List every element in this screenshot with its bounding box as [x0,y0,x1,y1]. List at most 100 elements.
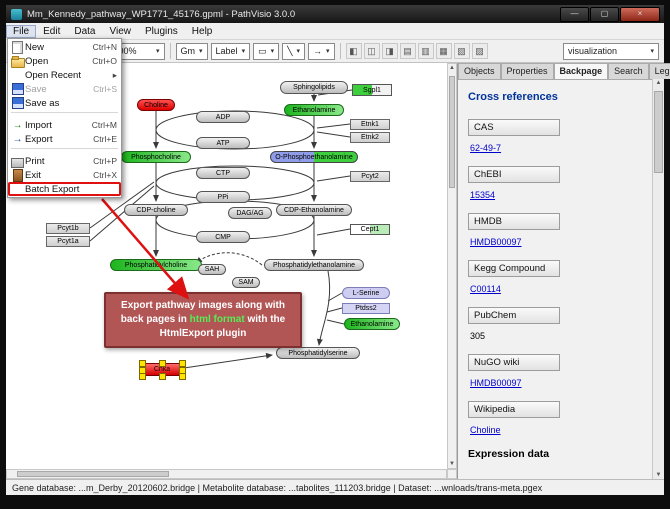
align-center-button[interactable]: ◫ [363,43,380,59]
tab-backpage[interactable]: Backpage [553,63,609,79]
file-menu-item-batch-export[interactable]: Batch Export [8,182,121,196]
common-width-icon: ▧ [457,45,466,56]
connector-dropdown[interactable]: →▾ [308,42,335,60]
pathway-node-adp[interactable]: ADP [196,111,250,123]
scroll-up-icon[interactable]: ▲ [449,65,455,71]
tab-legend[interactable]: Legend [648,63,670,79]
align-right-button[interactable]: ◨ [381,43,398,59]
minimize-button[interactable]: — [560,6,589,22]
pathway-node-sah[interactable]: SAH [198,264,226,275]
align-bottom-button[interactable]: ▦ [435,43,452,59]
pathway-node-sgpl1[interactable]: Sgpl1 [352,84,392,96]
backpage-section-title: Wikipedia [468,401,560,418]
visualization-combobox[interactable]: visualization ▾ [563,42,659,60]
pathway-node-ctp[interactable]: CTP [196,167,250,179]
pathway-node-etnk1[interactable]: Etnk1 [350,119,390,130]
backpage-scrollbar[interactable]: ▲ ▼ [652,79,664,479]
common-width-button[interactable]: ▧ [453,43,470,59]
pathway-node-cdp-ethanolamine[interactable]: CDP-Ethanolamine [276,204,352,216]
file-menu-item-save-as[interactable]: Save as [8,96,121,110]
pathway-node-phosphatidylethanolamine[interactable]: Phosphatidylethanolamine [264,259,364,271]
pathway-node-ppi[interactable]: PPi [196,191,250,203]
canvas-vertical-scrollbar[interactable]: ▲ ▼ [447,63,457,469]
label-dropdown[interactable]: Label▾ [210,42,251,60]
pathway-node-ethanolamine[interactable]: Ethanolamine [344,318,400,330]
crossref-link[interactable]: HMDB00097 [470,237,522,247]
crossref-link[interactable]: 62-49-7 [470,143,502,153]
menu-help[interactable]: Help [191,25,213,37]
crossref-link[interactable]: C00114 [470,284,501,294]
scroll-down-icon[interactable]: ▼ [655,472,662,478]
pathway-node-ptdss2[interactable]: Ptdss2 [342,303,390,314]
crossref-link[interactable]: Choline [470,425,501,435]
menu-item-label: Save as [25,97,60,109]
menu-separator [11,112,118,118]
scrollbar-thumb[interactable] [654,91,663,173]
pathway-node-phosphocholine[interactable]: Phosphocholine [121,151,191,163]
pathway-node-ethanolamine[interactable]: Ethanolamine [284,104,344,116]
zoom-combobox[interactable]: 100% ▾ [108,42,165,60]
scrollbar-thumb[interactable] [449,76,455,188]
canvas-horizontal-scrollbar[interactable] [6,469,447,479]
pathway-node-pcyt2[interactable]: Pcyt2 [350,171,390,182]
selection-handle[interactable] [179,373,186,380]
pathway-node-phosphatidylcholine[interactable]: Phosphatidylcholine [110,259,202,271]
menu-item-label: Open [25,55,49,67]
crossref-link[interactable]: 15354 [470,190,496,200]
pathway-node-atp[interactable]: ATP [196,137,250,149]
scrollbar-thumb[interactable] [17,471,169,477]
pathway-node-cmp[interactable]: CMP [196,231,250,243]
pathway-node-l-serine[interactable]: L-Serine [342,287,390,299]
pathway-node-phosphatidylserine[interactable]: Phosphatidylserine [276,347,360,359]
backpage-section-title: Kegg Compound [468,260,560,277]
pathway-node-cept1[interactable]: Cept1 [350,224,390,235]
shape-dropdown[interactable]: ▭▾ [253,42,280,60]
tab-properties[interactable]: Properties [500,63,554,79]
selection-handle[interactable] [159,360,166,367]
chevron-down-icon: ▾ [270,48,275,55]
annotation-callout: Export pathway images along with back pa… [104,292,302,348]
menu-edit[interactable]: Edit [43,25,61,37]
callout-text: Export pathway images along with back pa… [120,300,285,325]
maximize-button[interactable]: ▢ [590,6,619,22]
scroll-up-icon[interactable]: ▲ [655,80,662,86]
pathway-node-pcyt1a[interactable]: Pcyt1a [46,236,90,247]
selection-handle[interactable] [159,373,166,380]
pathway-node-choline[interactable]: Choline [137,99,175,111]
pathway-node-sphingolipids[interactable]: Sphingolipids [280,81,348,94]
menu-data[interactable]: Data [74,25,96,37]
align-middle-button[interactable]: ▥ [417,43,434,59]
pathway-node-cdp-choline[interactable]: CDP-choline [124,204,188,216]
pathway-node-dag-ag[interactable]: DAG/AG [228,207,272,219]
menu-item-label: Open Recent [25,69,81,81]
selection-handle[interactable] [139,373,146,380]
pathway-node-sam[interactable]: SAM [232,277,260,288]
crossref-link[interactable]: HMDB00097 [470,378,522,388]
close-button[interactable]: × [620,6,660,22]
common-height-button[interactable]: ▨ [471,43,488,59]
align-top-button[interactable]: ▤ [399,43,416,59]
menu-plugins[interactable]: Plugins [144,25,178,37]
tab-search[interactable]: Search [608,63,649,79]
print-icon [11,157,24,168]
pathway-node-etnk2[interactable]: Etnk2 [350,132,390,143]
pathway-node-pcyt1b[interactable]: Pcyt1b [46,223,90,234]
menu-view[interactable]: View [109,25,131,37]
menu-file[interactable]: File [6,24,37,38]
datanode-dropdown[interactable]: Gm▾ [175,42,208,60]
pathway-node-o-phosphoethanolamine[interactable]: O-Phosphoethanolamine [270,151,358,163]
file-menu-item-open-recent[interactable]: Open Recent▸ [8,68,121,82]
scroll-down-icon[interactable]: ▼ [449,461,455,467]
line-dropdown[interactable]: ╲▾ [282,42,306,60]
tab-objects[interactable]: Objects [458,63,501,79]
align-left-button[interactable]: ◧ [345,43,362,59]
